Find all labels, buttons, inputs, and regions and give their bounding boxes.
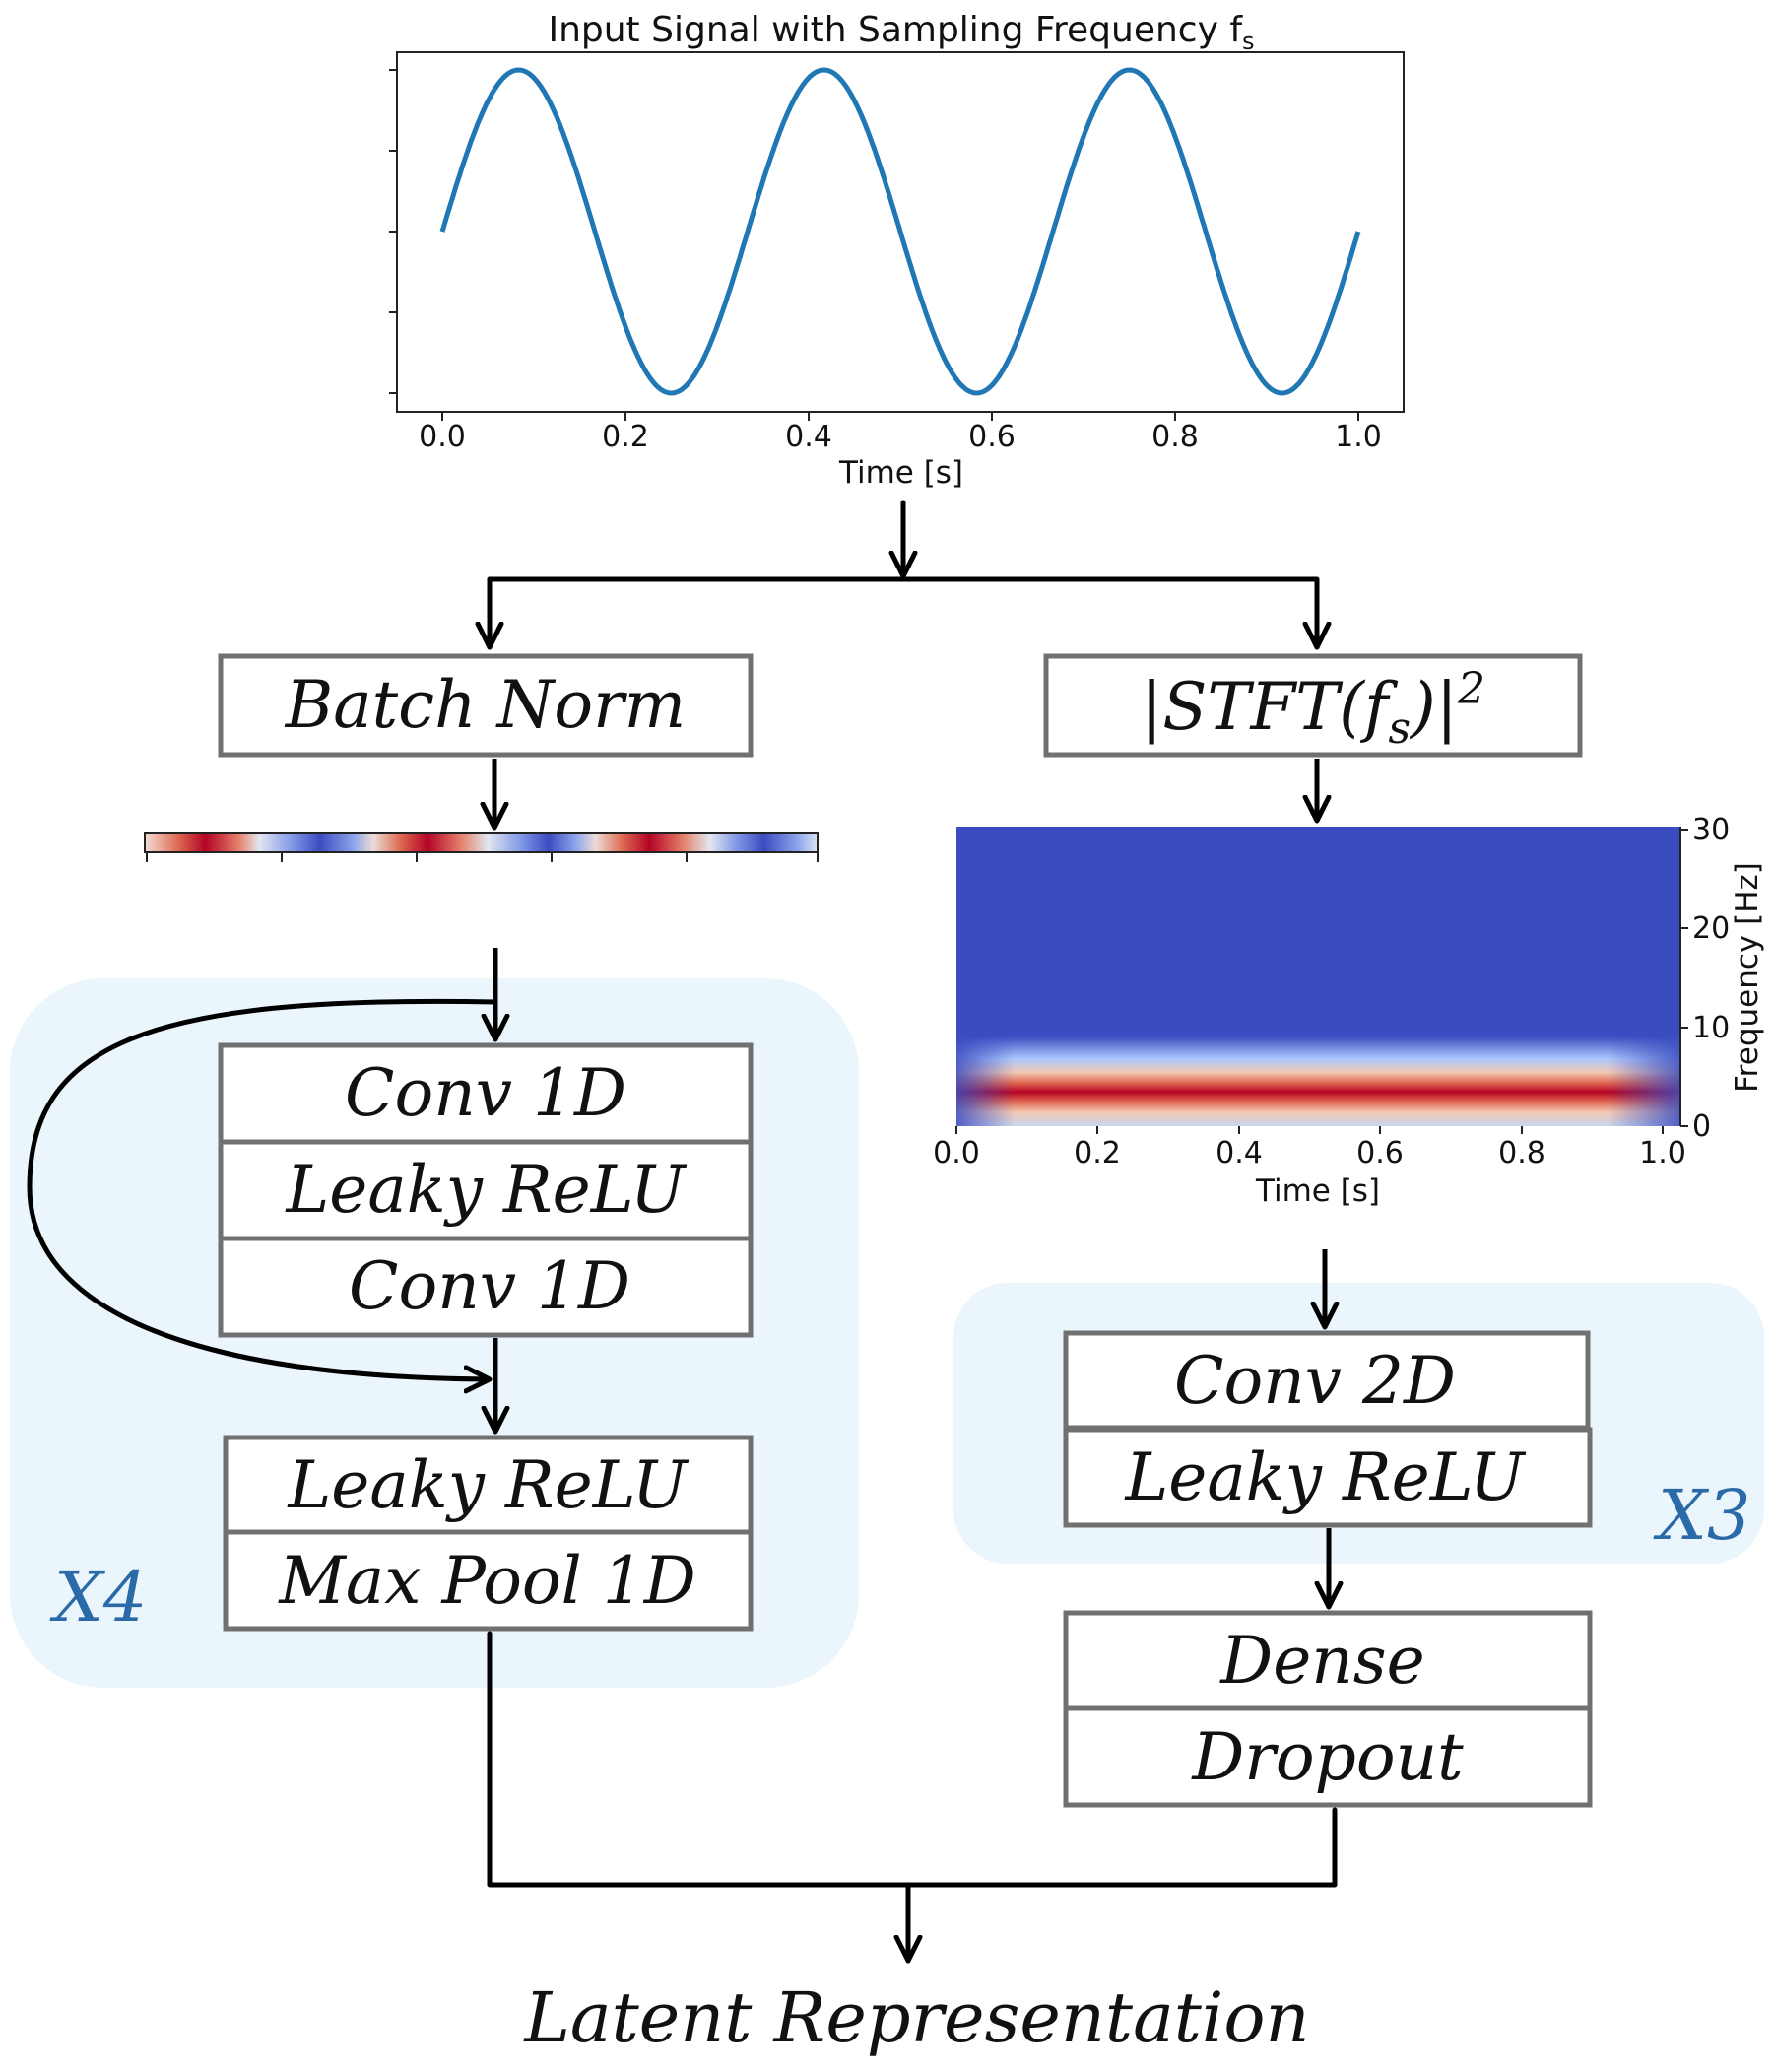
conv1d-block-a: Conv 1D	[218, 1042, 754, 1145]
repeat-label-x3: X3	[1653, 1475, 1750, 1556]
spectrogram-y-tick-label: 10	[1692, 1011, 1730, 1045]
latent-representation-label: Latent Representation	[522, 1977, 1309, 2058]
split-connector	[490, 500, 1317, 650]
batch-norm-block: Batch Norm	[218, 653, 754, 758]
batch-norm-label: Batch Norm	[285, 667, 686, 743]
max-pool-block: Max Pool 1D	[223, 1529, 754, 1632]
skip-connection	[27, 998, 496, 1379]
spectrogram-y-tick-label: 20	[1692, 911, 1730, 946]
signal-plot: Input Signal with Sampling Frequency fs …	[389, 10, 1405, 491]
signal-x-tick-label: 0.4	[785, 420, 832, 454]
dropout-block: Dropout	[1063, 1705, 1593, 1808]
signal-x-tick-label: 0.0	[419, 420, 466, 454]
spectrogram-x-axis-label: Time [s]	[1255, 1173, 1380, 1209]
spectrogram-y-axis-label: Frequency [Hz]	[1730, 862, 1765, 1093]
leaky-relu-c-label: Leaky ReLU	[1124, 1439, 1526, 1515]
signal-x-tick-label: 0.6	[968, 420, 1016, 454]
conv2d-label: Conv 2D	[1174, 1343, 1456, 1419]
signal-x-tick-label: 0.8	[1151, 420, 1199, 454]
stft-label: |STFT(fs)|2	[1141, 664, 1485, 754]
dropout-label: Dropout	[1191, 1719, 1464, 1795]
signal-x-axis-label: Time [s]	[838, 455, 963, 491]
spectrogram-y-tick-label: 0	[1692, 1109, 1711, 1144]
dense-label: Dense	[1219, 1623, 1424, 1699]
signal-x-tick-label: 1.0	[1335, 420, 1382, 454]
spectrogram-band-fade	[956, 1036, 1680, 1126]
max-pool-label: Max Pool 1D	[278, 1543, 695, 1619]
spectrogram-x-tick-label: 1.0	[1639, 1136, 1686, 1170]
spectrogram-x-tick-label: 0.8	[1498, 1136, 1545, 1170]
spectrogram-x-tick-label: 0.2	[1074, 1136, 1121, 1170]
leaky-relu-block-b: Leaky ReLU	[223, 1435, 754, 1535]
stft-block: |STFT(fs)|2	[1043, 653, 1583, 758]
spectrogram-x-tick-label: 0.6	[1356, 1136, 1404, 1170]
repeat-label-x4: X4	[49, 1557, 147, 1638]
merge-connector	[487, 1631, 1338, 1964]
signal-x-tick-label: 0.2	[602, 420, 649, 454]
signal-line	[439, 67, 1361, 396]
dense-block: Dense	[1063, 1610, 1593, 1711]
conv2d-block: Conv 2D	[1063, 1330, 1591, 1431]
spectrogram-x-tick-label: 0.0	[933, 1136, 980, 1170]
leaky-relu-b-label: Leaky ReLU	[287, 1447, 689, 1523]
spectrogram-y-tick-label: 30	[1692, 813, 1730, 847]
conv1d-a-label: Conv 1D	[345, 1055, 626, 1131]
leaky-relu-block-c: Leaky ReLU	[1063, 1427, 1593, 1528]
normalized-signal-strip	[144, 832, 819, 862]
signal-x-ticks	[441, 412, 1359, 421]
signal-y-ticks	[389, 69, 397, 394]
spectrogram-x-tick-label: 0.4	[1216, 1136, 1263, 1170]
leaky-relu-block-a: Leaky ReLU	[218, 1139, 754, 1241]
spectrogram-plot: 30 20 10 0 Frequency [Hz] 0.0 0.2 0.4 0.…	[933, 813, 1765, 1209]
leaky-relu-a-label: Leaky ReLU	[285, 1152, 687, 1228]
signal-plot-title: Input Signal with Sampling Frequency fs	[548, 10, 1254, 55]
conv1d-block-b: Conv 1D	[218, 1236, 754, 1338]
conv1d-b-label: Conv 1D	[349, 1248, 630, 1324]
